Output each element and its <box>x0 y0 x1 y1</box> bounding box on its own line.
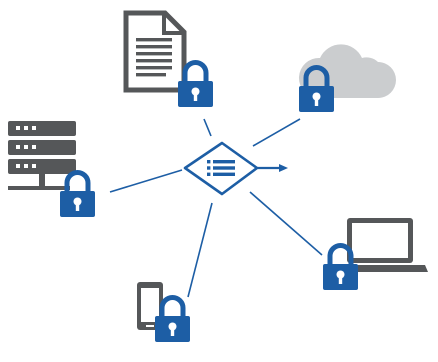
document-fold <box>162 13 184 35</box>
padlock-icon <box>323 243 358 290</box>
node-phone <box>137 282 190 342</box>
node-laptop <box>323 218 428 290</box>
node-document <box>123 10 213 107</box>
arrow-right-icon <box>256 164 288 172</box>
node-cloud <box>298 44 396 112</box>
document-text-lines <box>136 38 172 77</box>
connector-lines <box>109 118 323 298</box>
server-icon <box>8 121 76 190</box>
connector-server <box>109 169 183 193</box>
laptop-icon <box>341 218 428 272</box>
hub <box>183 141 288 196</box>
padlock-icon <box>299 65 334 112</box>
node-server <box>8 121 95 217</box>
list-lines <box>207 160 235 176</box>
connector-document <box>203 118 212 137</box>
cloud-icon <box>298 44 396 98</box>
connector-laptop <box>249 191 323 256</box>
padlock-icon <box>178 60 213 107</box>
connector-phone <box>187 202 213 298</box>
padlock-icon <box>155 295 190 342</box>
connector-cloud <box>252 118 301 147</box>
padlock-icon <box>60 170 95 217</box>
document-icon <box>123 10 187 93</box>
